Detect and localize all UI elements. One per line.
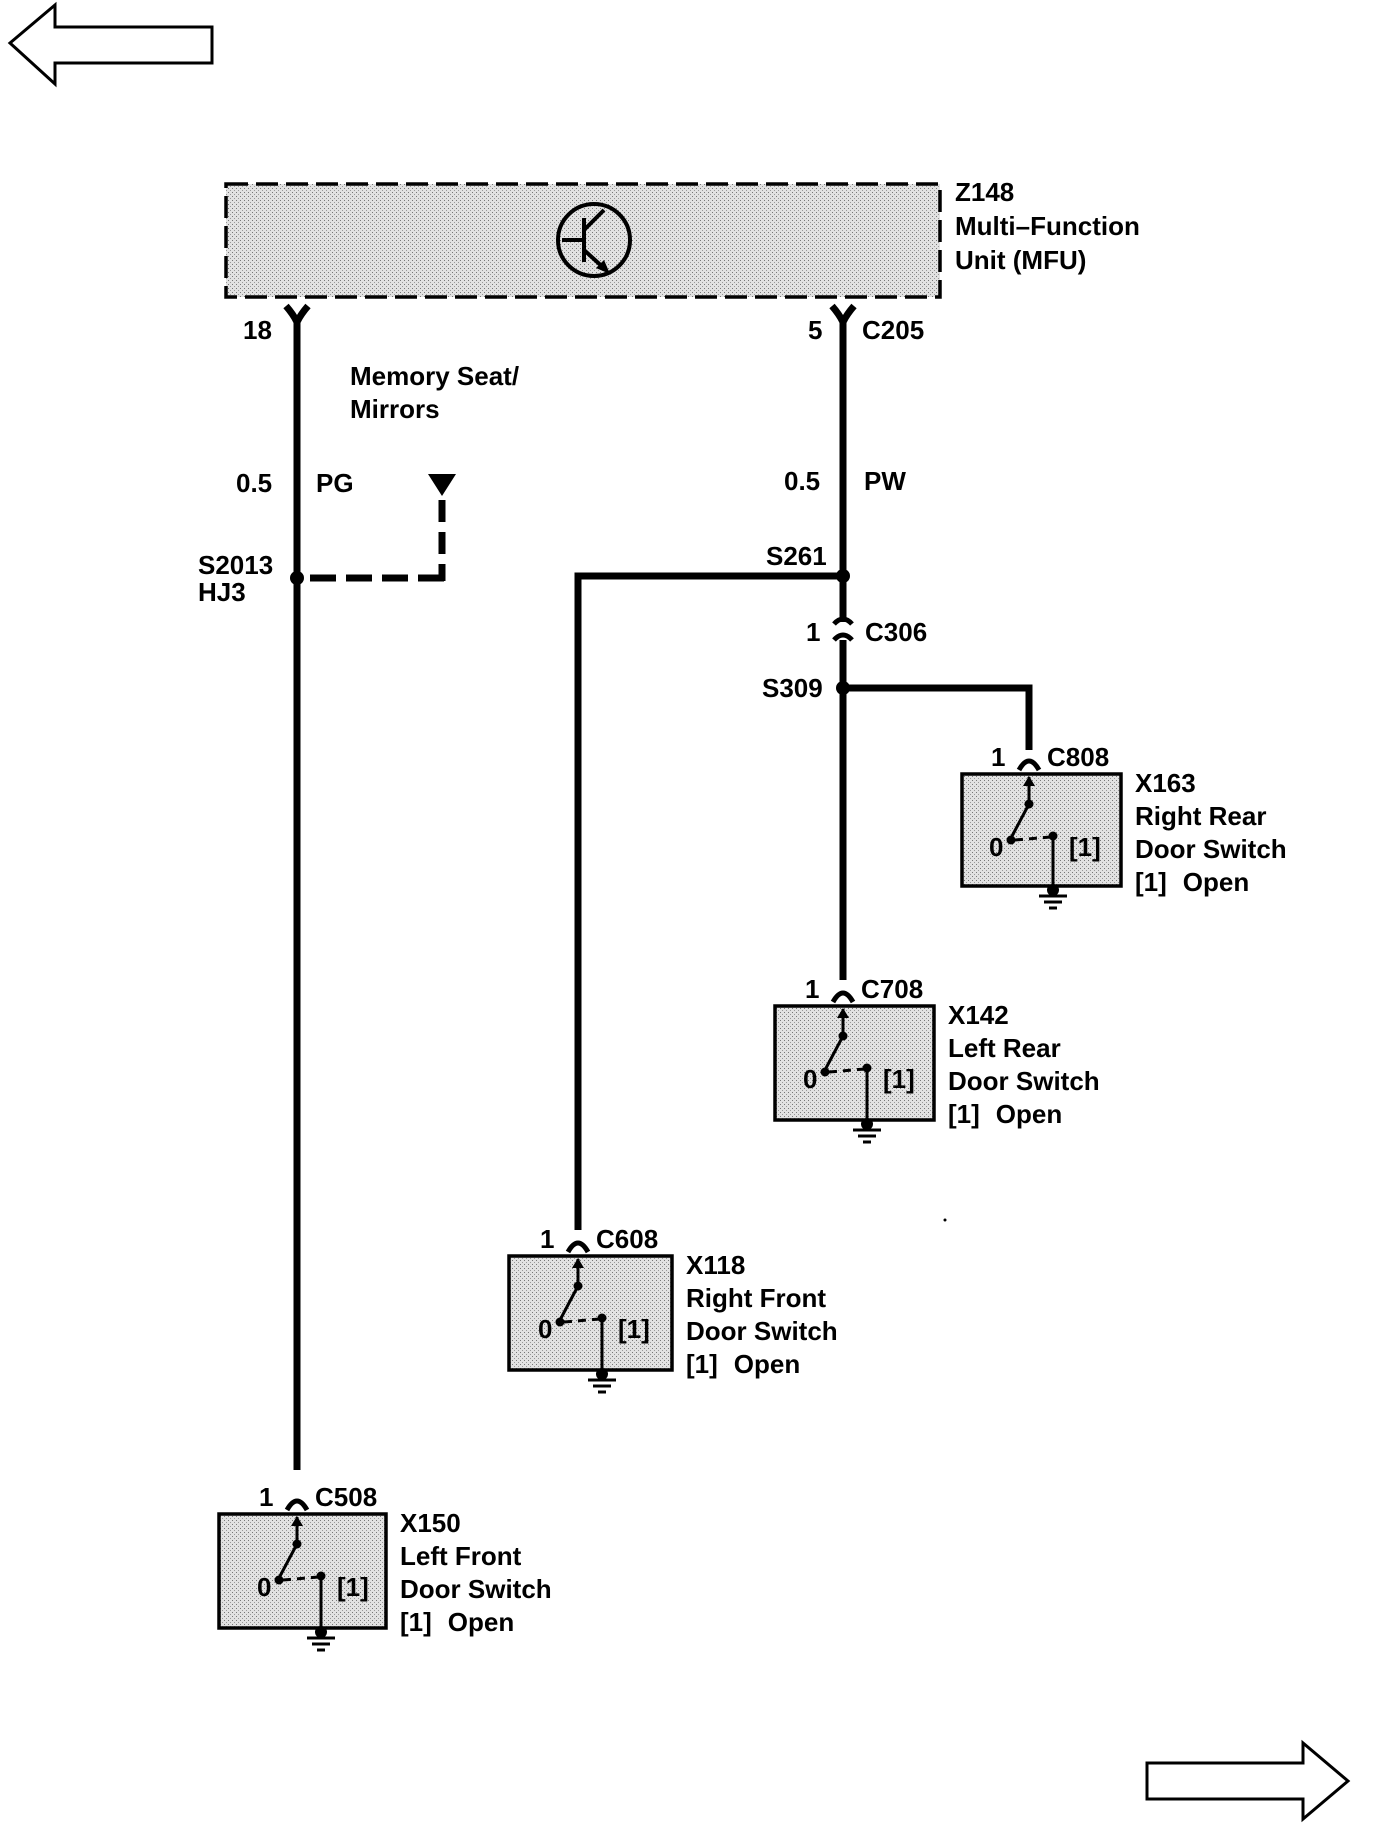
splice-hj3-label: HJ3 (198, 577, 246, 607)
switch-id-label: X163 (1135, 768, 1196, 798)
switch-name-line2: Door Switch (686, 1316, 838, 1346)
switch-pos1-label: [1] (1069, 832, 1101, 862)
switch-name-line2: Door Switch (400, 1574, 552, 1604)
pin-5-label: 5 (808, 315, 822, 345)
left-gauge-label: 0.5 (236, 468, 272, 498)
switch-name-line2: Door Switch (948, 1066, 1100, 1096)
memory-seat-note-line2: Mirrors (350, 394, 440, 424)
switch-name-line1: Left Rear (948, 1033, 1061, 1063)
switch-id-label: X142 (948, 1000, 1009, 1030)
switch-name-line1: Left Front (400, 1541, 522, 1571)
pin-18-label: 18 (243, 315, 272, 345)
connector-c205-label: C205 (862, 315, 924, 345)
switch-state-label: [1]Open (686, 1349, 800, 1379)
left-arrow-icon[interactable] (7, 1, 214, 88)
switch-box (960, 772, 1123, 888)
connector-label: C708 (861, 974, 923, 1004)
right-arrow-icon[interactable] (1145, 1739, 1351, 1823)
splice-s2013-dot (290, 571, 304, 585)
mfu-name-line1: Multi–Function (955, 211, 1140, 241)
switch-box (773, 1004, 936, 1122)
connector-pin-label: 1 (991, 742, 1005, 772)
right-gauge-label: 0.5 (784, 466, 820, 496)
switch-box (217, 1512, 388, 1630)
connector-label: C508 (315, 1482, 377, 1512)
switch-pos0-label: 0 (257, 1572, 271, 1602)
switch-box (507, 1254, 674, 1372)
connector-c306: 1 C306 (806, 616, 927, 647)
switch-name-line1: Right Front (686, 1283, 826, 1313)
mfu-module: Z148 Multi–Function Unit (MFU) (224, 177, 1140, 299)
svg-text:1: 1 (806, 617, 820, 647)
switch-pos0-label: 0 (803, 1064, 817, 1094)
forward-arrow-button[interactable] (1145, 1739, 1351, 1823)
mfu-id: Z148 (955, 177, 1014, 207)
switch-state-label: [1]Open (400, 1607, 514, 1637)
switch-id-label: X150 (400, 1508, 461, 1538)
switch-id-label: X118 (686, 1250, 745, 1280)
splice-s309-label: S309 (762, 673, 823, 703)
left-color-label: PG (316, 468, 354, 498)
switch-pos1-label: [1] (883, 1064, 915, 1094)
connector-label: C608 (596, 1224, 658, 1254)
switch-pos1-label: [1] (337, 1572, 369, 1602)
svg-text:C306: C306 (865, 617, 927, 647)
splice-s2013-label: S2013 (198, 550, 273, 580)
transistor-icon (556, 202, 632, 278)
switch-state-label: [1]Open (1135, 867, 1249, 897)
right-color-label: PW (864, 466, 906, 496)
switch-name-line1: Right Rear (1135, 801, 1266, 831)
right-branch: 5 C205 0.5 PW S261 1 C306 S309 (574, 303, 1033, 1230)
connector-pin-label: 1 (259, 1482, 273, 1512)
connector-pin-label: 1 (540, 1224, 554, 1254)
connector-pin-label: 1 (805, 974, 819, 1004)
connector-label: C808 (1047, 742, 1109, 772)
mfu-name-line2: Unit (MFU) (955, 245, 1086, 275)
optional-arrow-icon (428, 474, 456, 496)
back-arrow-button[interactable] (7, 1, 214, 88)
splice-s261-label: S261 (766, 541, 827, 571)
switch-state-label: [1]Open (948, 1099, 1062, 1129)
switch-name-line2: Door Switch (1135, 834, 1287, 864)
switch-pos0-label: 0 (989, 832, 1003, 862)
switch-pos1-label: [1] (618, 1314, 650, 1344)
switch-pos0-label: 0 (538, 1314, 552, 1344)
left-branch: 18 Memory Seat/ Mirrors 0.5 PG S2013 HJ3 (198, 303, 519, 1470)
memory-seat-note-line1: Memory Seat/ (350, 361, 519, 391)
